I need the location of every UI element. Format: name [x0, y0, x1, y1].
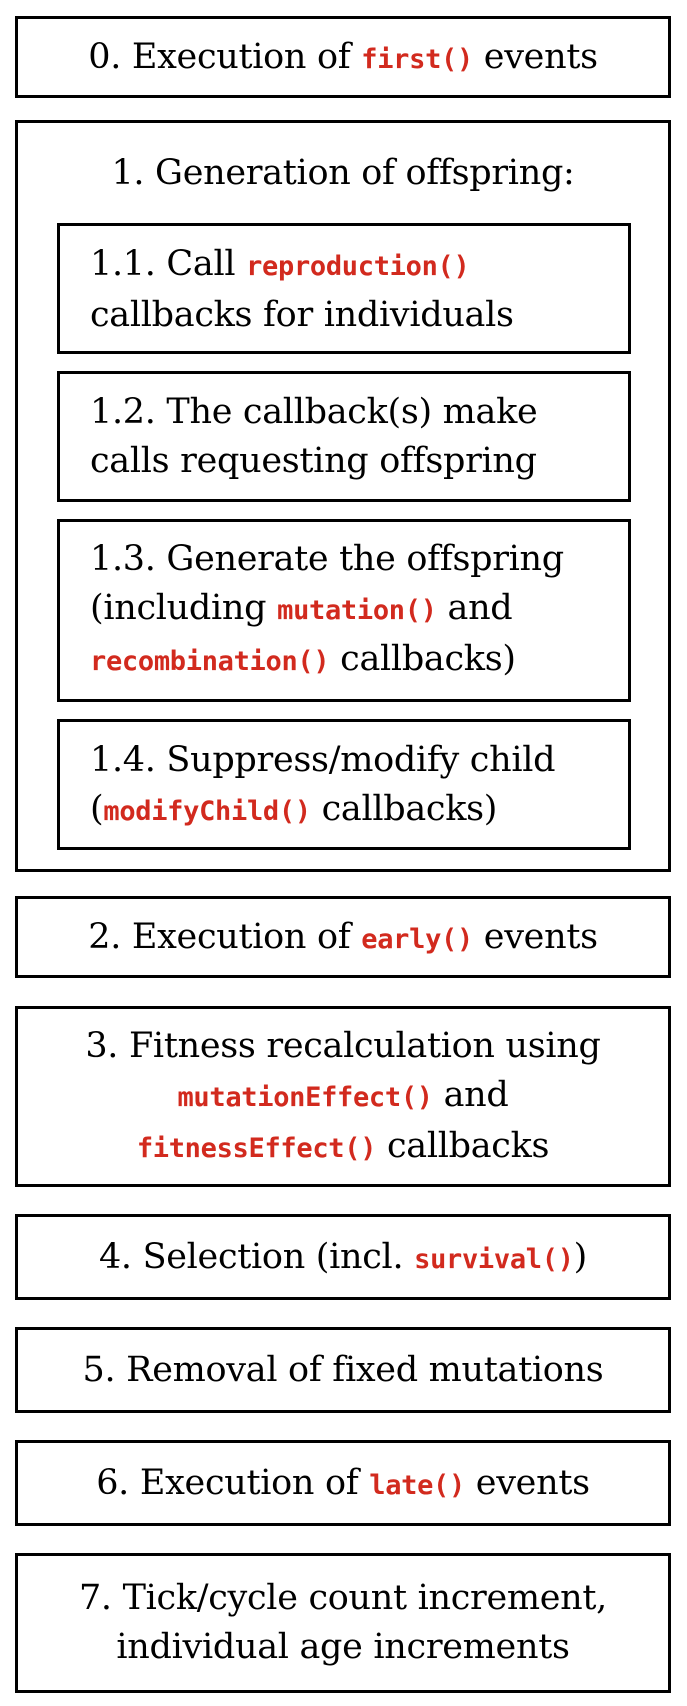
step-1-1-box: 1.1. Call reproduction() callbacks for i… [57, 223, 631, 354]
step-4-code: survival() [414, 1244, 574, 1275]
step-5-label: 5. Removal of fixed mutations [82, 1350, 604, 1390]
step-0-box: 0. Execution of first() events [15, 16, 671, 98]
step-1-4-box: 1.4. Suppress/modify child (modifyChild(… [57, 719, 631, 850]
step-1-4-line-1: 1.4. Suppress/modify child [90, 740, 556, 780]
step-3-fitness-effect-code: fitnessEffect() [136, 1133, 377, 1164]
step-4-box: 4. Selection (incl. survival()) [15, 1214, 671, 1300]
step-6-text-end: events [464, 1463, 590, 1503]
step-3-mutation-effect-code: mutationEffect() [177, 1082, 433, 1113]
step-1-title: 1. Generation of offspring: [111, 153, 575, 193]
step-6-box: 6. Execution of late() events [15, 1440, 671, 1526]
step-0-text: 0. Execution of [88, 37, 362, 77]
step-1-3-line-2-prefix: (including [90, 588, 278, 628]
step-1-1-text: 1.1. Call reproduction() callbacks for i… [90, 240, 628, 340]
step-3-line-2: mutationEffect() and [18, 1071, 668, 1122]
step-1-2-box: 1.2. The callback(s) make calls requesti… [57, 371, 631, 502]
step-1-1-code: reproduction() [246, 251, 470, 282]
step-2-text-end: events [472, 917, 598, 957]
step-3-line-3-suffix: callbacks [376, 1126, 550, 1166]
step-0-code: first() [361, 44, 473, 75]
step-6-code: late() [369, 1470, 465, 1501]
step-2-box: 2. Execution of early() events [15, 896, 671, 978]
step-1-4-text: 1.4. Suppress/modify child (modifyChild(… [90, 736, 628, 836]
step-3-box: 3. Fitness recalculation using mutationE… [15, 1006, 671, 1187]
step-7-text: 7. Tick/cycle count increment, individua… [18, 1574, 668, 1672]
step-1-3-mutation-code: mutation() [277, 595, 437, 626]
step-7-line-2: individual age increments [116, 1627, 570, 1667]
step-3-text: 3. Fitness recalculation using mutationE… [18, 1022, 668, 1173]
step-1-3-text: 1.3. Generate the offspring (including m… [90, 535, 628, 686]
step-1-3-recombination-code: recombination() [90, 646, 330, 677]
step-1-3-line-3-suffix: callbacks) [329, 639, 516, 679]
step-1-1-line-1: 1.1. Call reproduction() [90, 240, 628, 291]
step-1-3-line-2-suffix: and [436, 588, 513, 628]
step-5-box: 5. Removal of fixed mutations [15, 1327, 671, 1413]
step-1-4-line-2-prefix: ( [90, 789, 104, 829]
step-1-3-line-1: 1.3. Generate the offspring [90, 539, 564, 579]
step-1-3-line-2: (including mutation() and [90, 584, 628, 635]
step-2-label: 2. Execution of early() events [18, 913, 668, 964]
step-1-4-code: modifyChild() [103, 796, 311, 827]
step-1-2-line-1: 1.2. The callback(s) make [90, 392, 538, 432]
step-1-4-line-2-suffix: callbacks) [310, 789, 498, 829]
step-4-text: 4. Selection (incl. [98, 1237, 415, 1277]
step-1-3-box: 1.3. Generate the offspring (including m… [57, 519, 631, 702]
step-6-text: 6. Execution of [96, 1463, 370, 1503]
step-1-1-prefix: 1.1. Call [90, 244, 247, 284]
step-0-label: 0. Execution of first() events [18, 33, 668, 84]
step-0-text-end: events [472, 37, 598, 77]
step-7-box: 7. Tick/cycle count increment, individua… [15, 1553, 671, 1693]
step-3-line-1: 3. Fitness recalculation using [85, 1026, 601, 1066]
step-2-text: 2. Execution of [88, 917, 362, 957]
step-1-1-line-2: callbacks for individuals [90, 295, 514, 335]
step-7-line-1: 7. Tick/cycle count increment, [78, 1578, 608, 1618]
step-1-2-line-2: calls requesting offspring [90, 441, 537, 481]
step-4-text-end: ) [573, 1237, 588, 1277]
step-1-3-line-3: recombination() callbacks) [90, 635, 628, 686]
step-4-label: 4. Selection (incl. survival()) [18, 1233, 668, 1284]
step-1-4-line-2: (modifyChild() callbacks) [90, 785, 628, 836]
step-2-code: early() [361, 924, 473, 955]
step-3-line-2-suffix: and [432, 1075, 509, 1115]
step-1-2-text: 1.2. The callback(s) make calls requesti… [90, 388, 628, 486]
step-6-label: 6. Execution of late() events [18, 1459, 668, 1510]
step-3-line-3: fitnessEffect() callbacks [18, 1122, 668, 1173]
